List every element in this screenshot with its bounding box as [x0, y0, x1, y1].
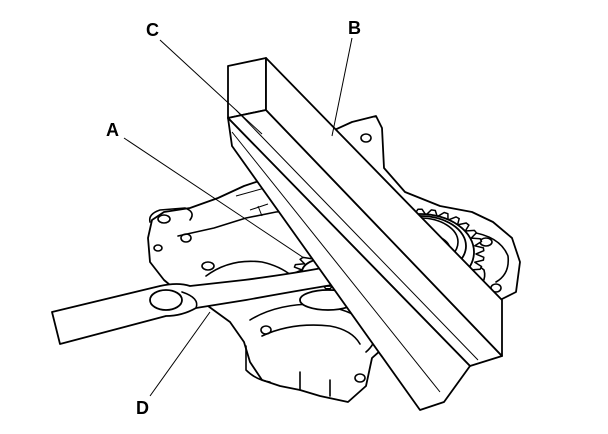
housing-flange-left — [148, 207, 193, 223]
callout-a: A — [106, 120, 119, 140]
callout-b: B — [348, 18, 361, 38]
bolt-hole — [260, 325, 272, 335]
bolt-hole — [201, 261, 215, 271]
leader-line-a — [123, 137, 305, 259]
pry-bar-eyelet — [149, 289, 183, 311]
straight-edge-edge-line — [231, 131, 441, 393]
straight-edge-end-face — [227, 57, 267, 119]
bolt-hole — [180, 233, 192, 243]
bolt-hole — [360, 133, 372, 143]
leader-line-c — [159, 39, 263, 135]
housing-lower-wall — [245, 345, 271, 383]
housing-right-boss — [469, 231, 510, 283]
straight-edge-edge-line — [235, 109, 479, 361]
straight-edge-top — [265, 57, 503, 357]
housing-feet — [299, 371, 331, 397]
callout-c: C — [146, 20, 159, 40]
housing-pocket-bottom-inner — [261, 324, 361, 345]
bolt-hole — [153, 244, 163, 252]
callout-d: D — [136, 398, 149, 418]
straight-edge-lower-bar — [227, 117, 471, 411]
bolt-hole — [354, 373, 366, 383]
pry-bar-neck — [181, 291, 198, 309]
leader-line-d — [149, 311, 211, 397]
leader-line-b — [331, 37, 353, 137]
bolt-hole — [157, 214, 171, 224]
housing-pocket-left — [205, 260, 293, 277]
straight-edge-tool — [227, 57, 503, 411]
leader-lines — [123, 37, 353, 397]
